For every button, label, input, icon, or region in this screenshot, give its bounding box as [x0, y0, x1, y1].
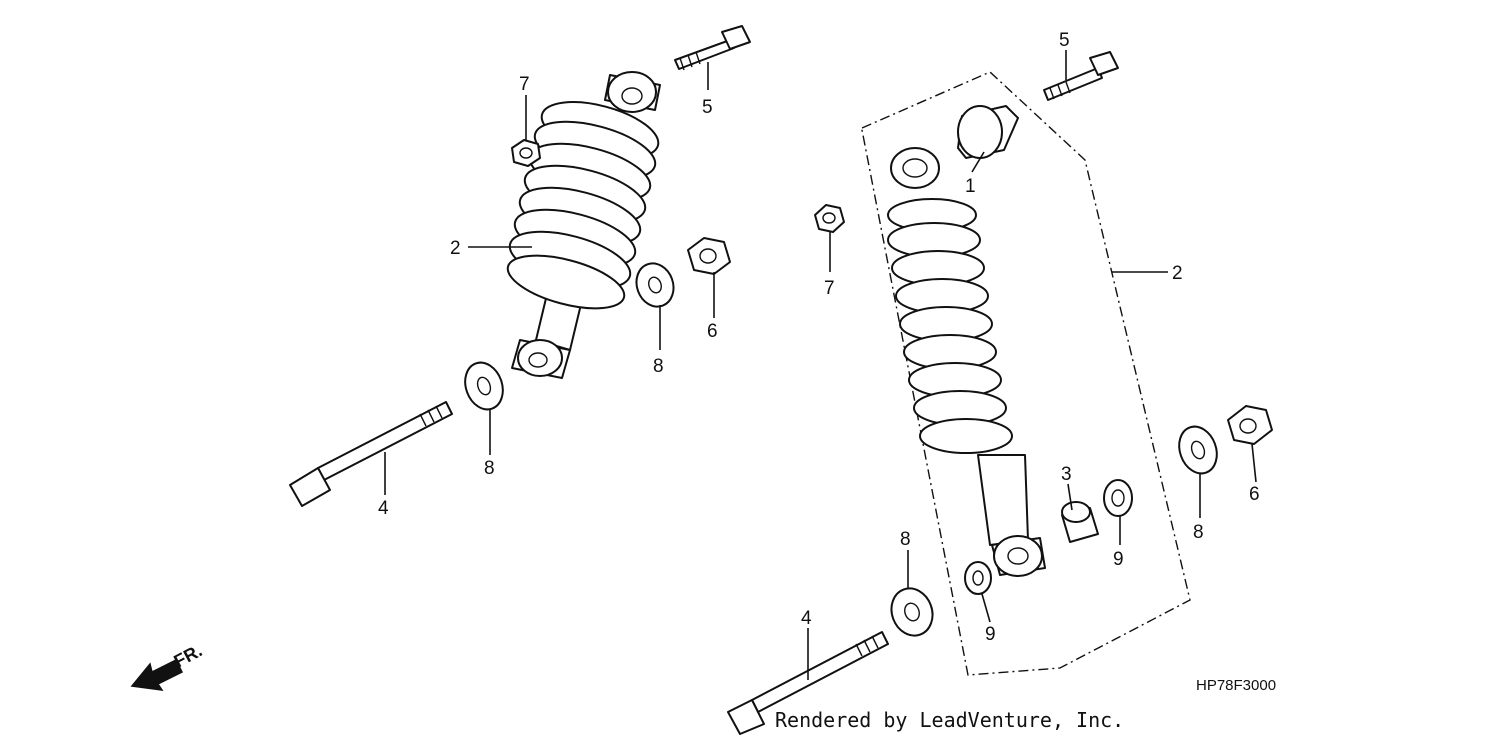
right-dust-seal-b[interactable]	[964, 561, 992, 595]
callout-right-1: 1	[965, 176, 976, 197]
right-upper-bushing[interactable]	[957, 105, 1019, 159]
right-shock-absorber[interactable]	[887, 147, 1046, 577]
front-arrow-icon	[130, 658, 184, 691]
right-dust-seal-a[interactable]	[1103, 479, 1133, 517]
left-shock-absorber[interactable]	[502, 71, 664, 379]
callout-right-6: 6	[1249, 484, 1260, 505]
callout-left-5: 5	[702, 97, 713, 118]
callout-right-4: 4	[801, 608, 812, 629]
right-lower-nut[interactable]	[1227, 405, 1273, 445]
callout-numbers: 7 5 2 6 8 8 4 5 1 7 2 3 9 9 8 8 6 4	[378, 30, 1260, 645]
right-lower-washer[interactable]	[885, 583, 939, 642]
right-lower-bolt[interactable]	[727, 631, 889, 735]
callout-left-8a: 8	[653, 356, 664, 377]
left-lower-nut[interactable]	[687, 237, 731, 275]
callout-left-2: 2	[450, 238, 461, 259]
callout-right-8b: 8	[1193, 522, 1204, 543]
callout-left-8b: 8	[484, 458, 495, 479]
callout-left-6: 6	[707, 321, 718, 342]
callout-right-5: 5	[1059, 30, 1070, 51]
assembly-outline	[861, 71, 1191, 676]
callout-right-7: 7	[824, 278, 835, 299]
left-upper-bolt[interactable]	[674, 25, 751, 71]
right-upper-nut[interactable]	[814, 204, 845, 233]
diagram-code: HP78F3000	[1196, 677, 1276, 694]
left-upper-washer[interactable]	[631, 258, 680, 312]
callout-right-8a: 8	[900, 529, 911, 550]
left-lower-bolt[interactable]	[289, 401, 453, 507]
callout-left-4: 4	[378, 498, 389, 519]
credit-line: Rendered by LeadVenture, Inc.	[775, 708, 1125, 732]
left-lower-washer[interactable]	[459, 357, 509, 414]
callout-right-3: 3	[1061, 464, 1072, 485]
right-upper-bolt[interactable]	[1043, 51, 1119, 101]
callout-right-9b: 9	[985, 624, 996, 645]
leader-lines	[384, 50, 1257, 680]
front-direction-indicator: FR.	[130, 640, 205, 691]
callout-right-9a: 9	[1113, 549, 1124, 570]
right-outer-washer[interactable]	[1173, 421, 1223, 478]
right-lower-collar[interactable]	[1061, 501, 1099, 543]
callout-right-2: 2	[1172, 263, 1183, 284]
callout-left-7: 7	[519, 74, 530, 95]
left-upper-nut[interactable]	[511, 139, 541, 167]
